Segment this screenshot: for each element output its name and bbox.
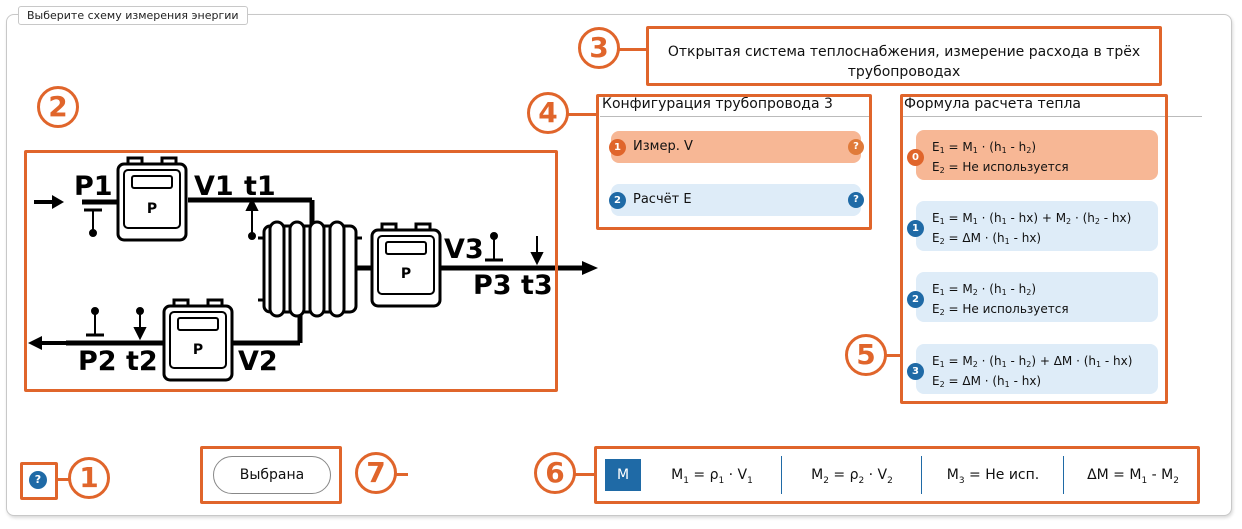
- mass-m1-formula: M1 = ρ1 · V1: [671, 467, 753, 486]
- callout-connector: [884, 354, 900, 357]
- scheme-description: Открытая система теплоснабжения, измерен…: [667, 44, 1141, 80]
- meter-v1-label: P: [147, 201, 157, 217]
- callout-box-mass: [594, 446, 1200, 504]
- callout-box-description: [646, 26, 1162, 86]
- formula-badge-0: 0: [907, 149, 924, 166]
- radiator: [258, 220, 362, 318]
- callout-box-help: [20, 462, 58, 500]
- arrow-out-return: [28, 336, 66, 350]
- callout-number-1: 1: [68, 457, 110, 499]
- config-badge-2: 2: [609, 192, 626, 209]
- label-p1: P1: [74, 171, 113, 202]
- formula-badge-1: 1: [907, 220, 924, 237]
- callout-box-scheme: [24, 150, 558, 392]
- help-icon[interactable]: ?: [848, 192, 864, 208]
- meter-v1: [116, 156, 188, 242]
- formula-option-0[interactable]: E1 = M1 · (h1 - h2)E2 = Не используется: [916, 130, 1158, 180]
- formula-divider: [900, 116, 1202, 117]
- sensor-t2: [133, 307, 147, 341]
- sensor-t1: [245, 197, 259, 240]
- mass-separator: [1063, 456, 1064, 494]
- mass-separator: [921, 456, 922, 494]
- label-p3: P3: [473, 270, 512, 301]
- meter-v2: [162, 298, 234, 382]
- scheme-panel: [6, 14, 1232, 516]
- label-v2: V2: [238, 346, 278, 377]
- return-pipe: [66, 312, 303, 346]
- config-title: Конфигурация трубопровода 3: [602, 96, 833, 112]
- callout-connector: [610, 48, 646, 51]
- callout-connector: [58, 478, 70, 481]
- callout-number-5: 5: [845, 334, 887, 376]
- callout-number-6: 6: [534, 452, 576, 494]
- callout-number-4: 4: [527, 92, 569, 134]
- panel-title: Выберите схему измерения энергии: [18, 6, 248, 25]
- heat-scheme-diagram[interactable]: P P P P1 V1 t1 V3 P3 t3 P2 t2: [0, 0, 620, 400]
- callout-box-formula: [900, 94, 1168, 404]
- config-item-label: Расчёт E: [633, 192, 692, 207]
- meter-v2-label: P: [193, 342, 203, 358]
- formula-badge-3: 3: [907, 363, 924, 380]
- label-t2: t2: [126, 346, 158, 377]
- callout-number-2: 2: [37, 86, 79, 128]
- sensor-p1: [84, 208, 102, 237]
- sensor-p2: [86, 307, 104, 337]
- mass-separator: [781, 456, 782, 494]
- help-icon[interactable]: ?: [848, 139, 864, 155]
- callout-box-config: [596, 94, 872, 230]
- mass-badge: M: [605, 459, 641, 491]
- callout-number-3: 3: [578, 27, 620, 69]
- callout-connector: [386, 473, 408, 476]
- formula-option-1[interactable]: E1 = M1 · (h1 - hx) + M2 · (h2 - hx)E2 =…: [916, 201, 1158, 251]
- select-button[interactable]: Выбрана: [213, 456, 331, 494]
- callout-box-button: [200, 446, 342, 504]
- label-p2: P2: [78, 346, 117, 377]
- formula-option-3[interactable]: E1 = M2 · (h1 - h2) + ΔM · (h1 - hx)E2 =…: [916, 344, 1158, 394]
- callout-connector: [574, 473, 594, 476]
- callout-number-7: 7: [355, 452, 397, 494]
- help-button[interactable]: ?: [29, 471, 47, 489]
- label-v3: V3: [444, 234, 484, 265]
- meter-v3: [370, 222, 442, 308]
- config-item-calc-e[interactable]: Расчёт E: [611, 184, 861, 216]
- formula-badge-2: 2: [907, 291, 924, 308]
- label-t3: t3: [521, 270, 553, 301]
- config-divider: [600, 116, 872, 117]
- config-badge-1: 1: [609, 139, 626, 156]
- arrow-out-v3: [582, 261, 598, 275]
- formula-title: Формула расчета тепла: [904, 96, 1082, 112]
- mass-m2-formula: M2 = ρ2 · V2: [811, 467, 893, 486]
- config-item-label: Измер. V: [633, 139, 693, 154]
- config-item-measure-v[interactable]: Измер. V: [611, 131, 861, 163]
- arrow-in: [34, 195, 64, 209]
- label-v1: V1: [194, 171, 234, 202]
- mass-dm-formula: ΔM = M1 - M2: [1087, 467, 1179, 486]
- mass-m3-formula: M3 = Не исп.: [946, 467, 1040, 486]
- callout-connector: [562, 113, 596, 116]
- formula-option-2[interactable]: E1 = M2 · (h1 - h2)E2 = Не используется: [916, 272, 1158, 322]
- sensor-p3: [485, 232, 503, 262]
- label-t1: t1: [244, 171, 276, 202]
- meter-v3-label: P: [401, 266, 411, 282]
- sensor-t3: [530, 236, 544, 266]
